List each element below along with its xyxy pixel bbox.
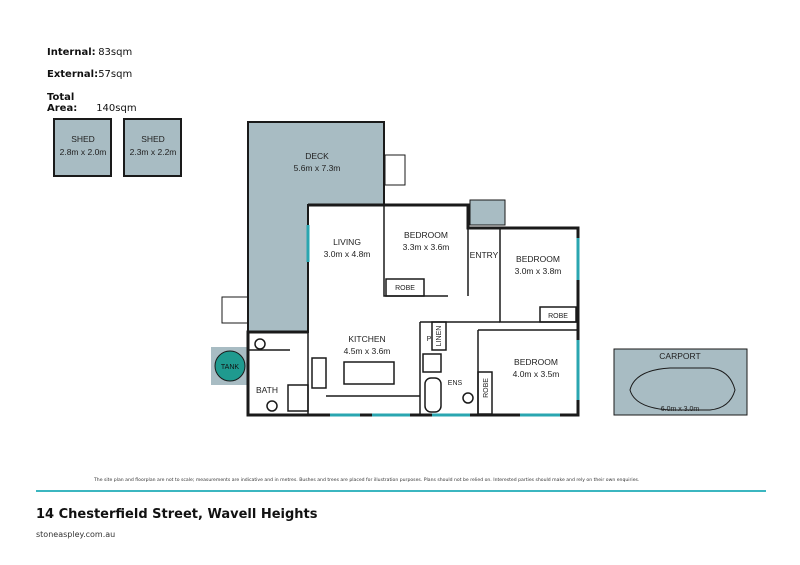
- room-size: 2.3m x 2.2m: [130, 147, 177, 157]
- area-label: External:: [47, 69, 99, 80]
- room-label: TANK: [221, 364, 239, 371]
- room-size: 2.8m x 2.0m: [60, 147, 107, 157]
- room-label: ENS: [448, 380, 463, 387]
- room-label: BATH: [256, 385, 278, 395]
- room-label: ROBE: [548, 313, 568, 320]
- kitchen-island: [343, 361, 395, 385]
- shed-1: [53, 118, 112, 177]
- room-label: LIVING: [333, 237, 361, 247]
- area-value: 140sqm: [96, 103, 137, 114]
- room-size: 3.0m x 4.8m: [324, 249, 371, 259]
- bathtub-icon: [424, 377, 442, 413]
- room-label: ROBE: [483, 378, 490, 398]
- fridge-space: [311, 357, 327, 389]
- bath-shower-icon: [287, 384, 309, 412]
- room-label: P: [427, 336, 432, 343]
- room-size: 5.6m x 7.3m: [294, 163, 341, 173]
- room-label: CARPORT: [659, 351, 700, 361]
- divider: [36, 490, 766, 492]
- room-label: BEDROOM: [514, 357, 558, 367]
- shed-2: [123, 118, 182, 177]
- website-link[interactable]: stoneaspley.com.au: [36, 530, 116, 539]
- room-label: ROBE: [395, 285, 415, 292]
- room-label: LINEN: [436, 326, 443, 347]
- toilet-icon: [462, 392, 474, 404]
- car-icon: [629, 367, 736, 411]
- robe-3: [477, 371, 493, 415]
- linen-cupboard: [431, 321, 447, 351]
- room-size: 6.0m x 3.0m: [661, 406, 700, 413]
- deck-stairs: [384, 154, 406, 186]
- robe-2: [539, 306, 577, 323]
- entry-stairs: [469, 199, 506, 226]
- area-total: Total Area: 140sqm: [47, 92, 137, 114]
- area-internal: Internal: 83sqm: [47, 47, 132, 58]
- room-size: 4.5m x 3.6m: [344, 346, 391, 356]
- room-size: 4.0m x 3.5m: [513, 369, 560, 379]
- room-label: ENTRY: [470, 250, 499, 260]
- area-value: 83sqm: [98, 47, 133, 58]
- ensuite-shower-icon: [422, 353, 442, 373]
- carport: [613, 348, 748, 416]
- area-label: Total Area:: [47, 92, 78, 114]
- room-label: DECK: [305, 151, 329, 161]
- room-label: BEDROOM: [516, 254, 560, 264]
- area-value: 57sqm: [98, 69, 133, 80]
- robe-1: [385, 278, 425, 297]
- bedroom1-wall: [383, 205, 448, 297]
- interior-walls-and-fixtures: [248, 205, 578, 415]
- room-label: SHED: [71, 134, 95, 144]
- rear-stairs: [221, 296, 249, 324]
- property-address: 14 Chesterfield Street, Wavell Heights: [36, 507, 318, 522]
- floorplan-drawing: SHED 2.8m x 2.0m SHED 2.3m x 2.2m DECK 5…: [53, 118, 748, 417]
- room-size: 3.3m x 3.6m: [403, 242, 450, 252]
- room-size: 3.0m x 3.8m: [515, 266, 562, 276]
- area-external: External: 57sqm: [47, 69, 132, 80]
- area-label: Internal:: [47, 47, 96, 58]
- room-label: BEDROOM: [404, 230, 448, 240]
- windows: [306, 225, 580, 417]
- room-label: KITCHEN: [348, 334, 385, 344]
- toilet-icon: [254, 338, 266, 350]
- disclaimer: The site plan and floorplan are not to s…: [94, 478, 640, 483]
- basin-icon: [266, 400, 278, 412]
- bath-wall: [248, 331, 309, 415]
- room-label: SHED: [141, 134, 165, 144]
- tank: [214, 350, 246, 382]
